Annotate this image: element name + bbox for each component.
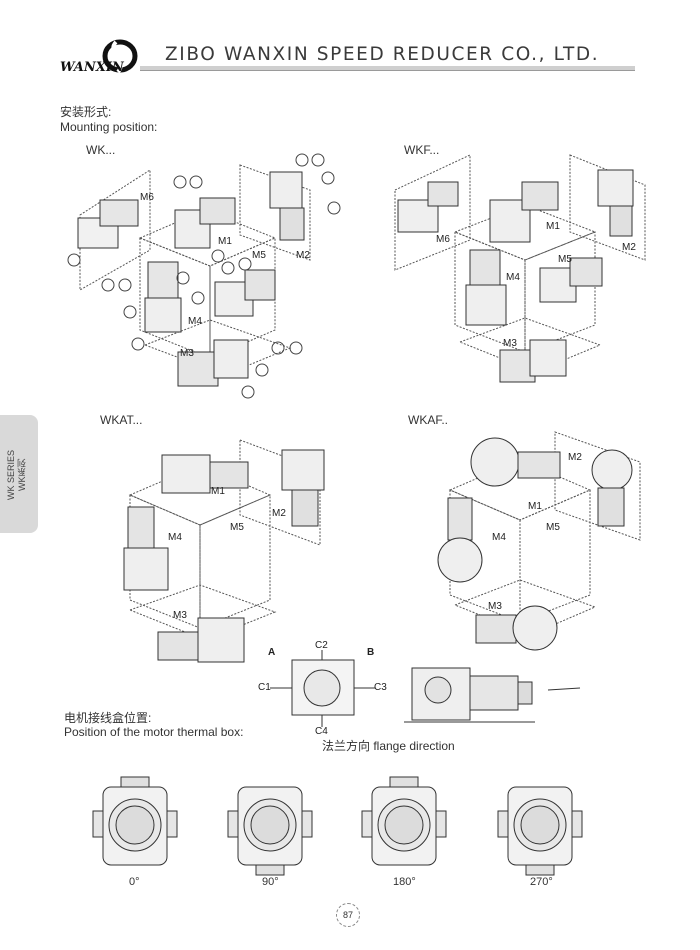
header-divider-line bbox=[140, 70, 635, 71]
header-divider bbox=[140, 66, 635, 70]
flange-label-b: B bbox=[367, 647, 375, 658]
wkaf-title: WKAF.. bbox=[408, 413, 449, 427]
flange-label-c1: C1 bbox=[258, 682, 271, 693]
logo bbox=[58, 38, 143, 78]
wk-label-m1: M1 bbox=[218, 236, 232, 247]
company-name: ZIBO WANXIN SPEED REDUCER CO., LTD. bbox=[165, 44, 600, 65]
wkat-label-m4: M4 bbox=[168, 532, 182, 543]
wkf-label-m6: M6 bbox=[436, 234, 450, 245]
mounting-title-cn: 安装形式: bbox=[60, 105, 112, 119]
wk-label-m2: M2 bbox=[296, 250, 310, 261]
wk-title: WK... bbox=[86, 143, 116, 157]
series-side-tab-text: WK SERIES WK系列 bbox=[6, 430, 34, 520]
logo-text: WANXIN bbox=[60, 60, 124, 75]
series-side-line1: WK SERIES bbox=[6, 450, 16, 501]
thermal-title-en: Position of the motor thermal box: bbox=[64, 725, 244, 739]
wk-label-m5: M5 bbox=[252, 250, 266, 261]
flange-label-c2: C2 bbox=[315, 640, 328, 651]
series-side-line2: WK系列 bbox=[17, 458, 27, 492]
angle-270: 270° bbox=[530, 876, 553, 888]
flange-label-a: A bbox=[268, 647, 276, 658]
series-side-tab bbox=[0, 415, 38, 533]
flange-label-c3: C3 bbox=[374, 682, 387, 693]
flange-label-c4: C4 bbox=[315, 726, 328, 737]
wkaf-gears bbox=[437, 437, 633, 651]
wkat-label-m2: M2 bbox=[272, 508, 286, 519]
wkaf-label-m1: M1 bbox=[528, 501, 542, 512]
wkf-label-m4: M4 bbox=[506, 272, 520, 283]
thermal-box-drawings bbox=[92, 776, 583, 876]
wk-label-m6: M6 bbox=[140, 192, 154, 203]
wkaf-label-m4: M4 bbox=[492, 532, 506, 543]
wkaf-label-m5: M5 bbox=[546, 522, 560, 533]
mounting-title-en: Mounting position: bbox=[60, 120, 158, 134]
wkat-label-m5: M5 bbox=[230, 522, 244, 533]
wkat-label-m1: M1 bbox=[211, 486, 225, 497]
logo-mark-icon bbox=[102, 39, 138, 74]
wk-gears bbox=[77, 171, 305, 387]
page-number: 87 bbox=[336, 903, 360, 927]
wkaf-label-m3: M3 bbox=[488, 601, 502, 612]
angle-180: 180° bbox=[393, 876, 416, 888]
wkf-label-m1: M1 bbox=[546, 221, 560, 232]
wkat-title: WKAT... bbox=[100, 413, 143, 427]
wk-label-m3: M3 bbox=[180, 348, 194, 359]
wkf-label-m2: M2 bbox=[622, 242, 636, 253]
angle-0: 0° bbox=[129, 876, 140, 888]
wk-symbols bbox=[67, 153, 341, 399]
angle-90: 90° bbox=[262, 876, 279, 888]
wkf-gears bbox=[397, 169, 634, 383]
wkf-label-m5: M5 bbox=[558, 254, 572, 265]
flange-direction-caption: 法兰方向 flange direction bbox=[322, 739, 455, 753]
thermal-title-cn: 电机接线盒位置: bbox=[64, 711, 152, 725]
wkat-gears bbox=[123, 449, 325, 663]
flange-drawing bbox=[270, 650, 581, 727]
wkf-label-m3: M3 bbox=[503, 338, 517, 349]
wkf-title: WKF... bbox=[404, 143, 440, 157]
wk-label-m4: M4 bbox=[188, 316, 202, 327]
wkat-label-m3: M3 bbox=[173, 610, 187, 621]
wkaf-label-m2: M2 bbox=[568, 452, 582, 463]
